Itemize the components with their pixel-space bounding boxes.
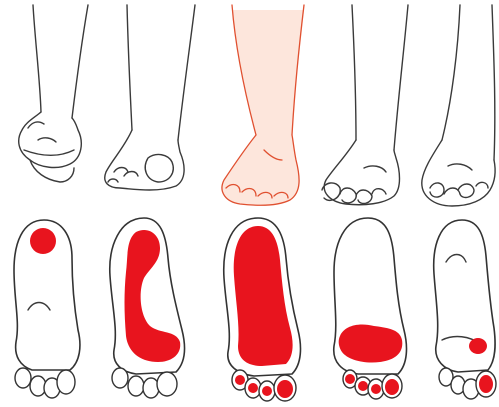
leg-sketch-3 (222, 5, 304, 205)
pressure-zone-toe (371, 384, 381, 394)
pressure-zone-big-toe (277, 380, 293, 398)
sole-3 (224, 218, 301, 401)
pressure-zone-big-toe (479, 375, 493, 393)
pressure-zone-big-toe (385, 379, 399, 395)
sole-1 (14, 220, 80, 398)
pressure-zone-ball (339, 324, 403, 362)
sole-5 (434, 220, 496, 399)
pressure-zone-ball-inner (469, 338, 487, 354)
leg-sketch-4 (322, 5, 408, 205)
leg-sketch-1 (19, 5, 88, 182)
pressure-zone-toe (358, 381, 368, 391)
pressure-zone-toe (248, 383, 258, 393)
pressure-zone-toe (235, 375, 245, 385)
pressure-zone-toe (345, 374, 355, 384)
pressure-zone-heel (30, 228, 56, 254)
pressure-zone-toe (262, 386, 272, 396)
leg-sketch-5 (422, 5, 495, 206)
sole-4 (334, 218, 407, 399)
sole-2 (110, 218, 185, 398)
leg-sketch-2 (105, 5, 195, 190)
